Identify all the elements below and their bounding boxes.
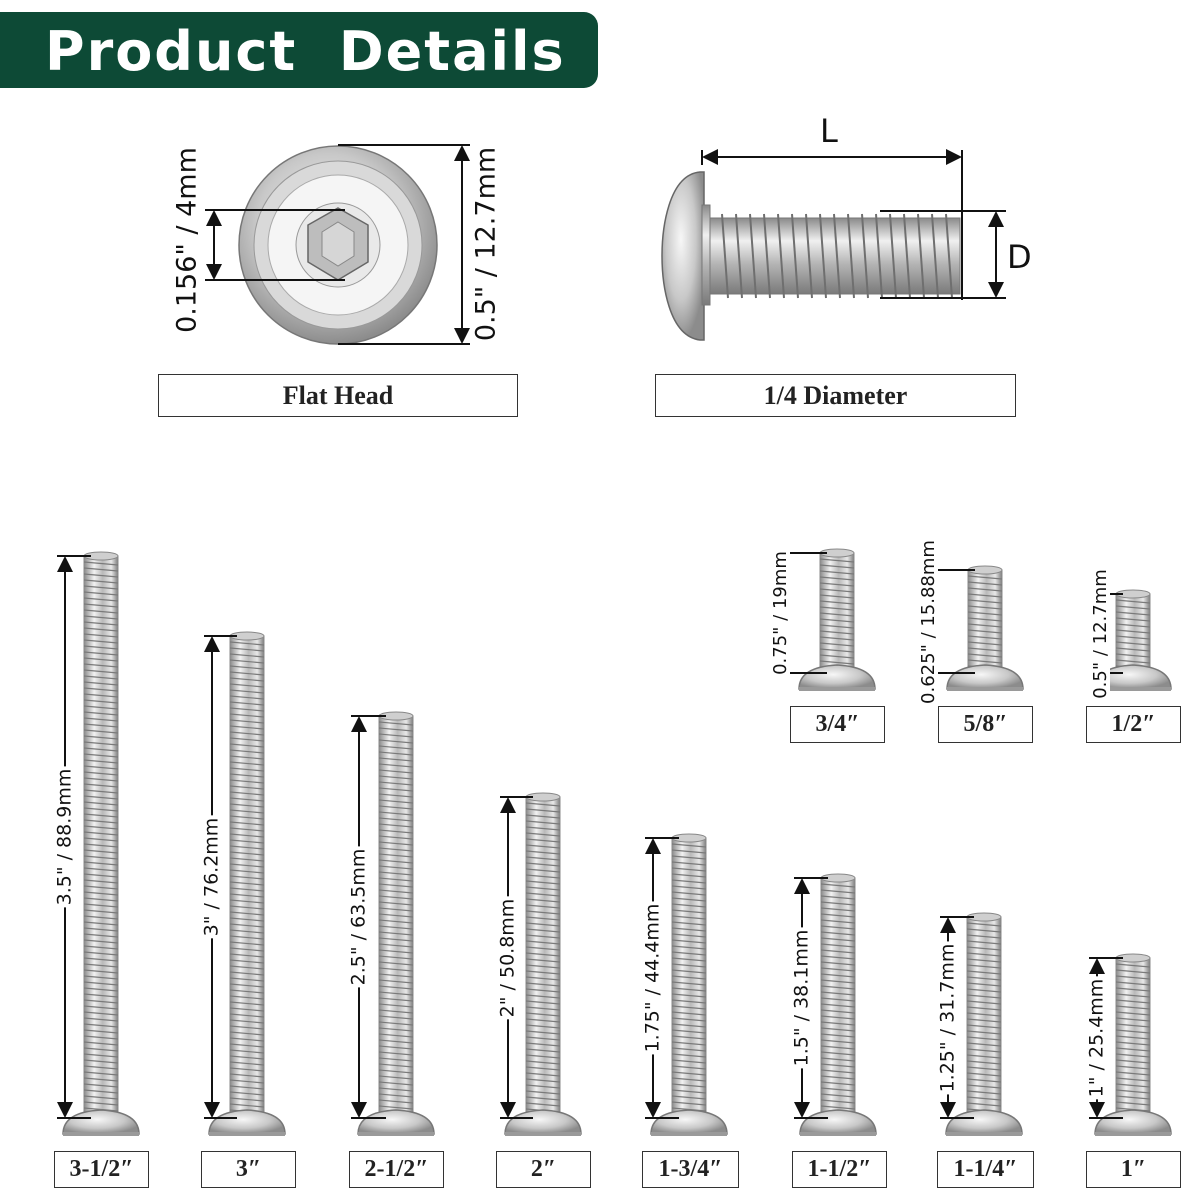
size-dimension-label: 0.625" / 15.88mm [918,537,939,706]
size-label: 3/4″ [790,706,885,743]
bolt-11 [1093,589,1172,691]
length-letter: L [820,112,838,150]
bolt-2 [204,631,286,1136]
bolt-7 [940,912,1023,1136]
size-dimension-label: 0.5" / 12.7mm [1090,566,1111,701]
bolt-1 [57,551,140,1136]
size-dimension-label: 2.5" / 63.5mm [347,846,370,988]
size-dimension-label: 1.25" / 31.7mm [936,941,959,1094]
size-label: 1-1/4″ [937,1151,1034,1188]
size-dimension-label: 0.75" / 19mm [770,549,791,677]
size-label: 1/2″ [1086,706,1181,743]
size-label: 2-1/2″ [349,1151,444,1188]
size-label: 2″ [496,1151,591,1188]
bolt-9 [773,548,876,691]
size-dimension-label: 1" / 25.4mm [1085,976,1108,1100]
diameter-caption: 1/4 Diameter [655,374,1016,417]
bolt-size-row [57,548,1172,1136]
size-dimension-label: 3.5" / 88.9mm [53,766,76,908]
hex-dimension-label: 0.156" / 4mm [171,145,203,335]
bolt-5 [645,833,728,1136]
diameter-letter: D [1007,238,1032,276]
size-dimension-label: 2" / 50.8mm [496,896,519,1019]
bolt-8 [1089,953,1172,1136]
side-view-diagram [661,149,1006,341]
flat-head-diagram [205,144,470,345]
size-label: 5/8″ [938,706,1033,743]
head-dimension-label: 0.5" / 12.7mm [470,144,502,344]
size-dimension-label: 3" / 76.2mm [200,815,223,939]
bolt-3 [351,711,435,1136]
size-label: 1-1/2″ [792,1151,887,1188]
page-title: Product Details [45,20,566,83]
size-label: 1-3/4″ [642,1151,739,1188]
header-banner: Product Details [0,12,598,88]
size-dimension-label: 1.75" / 44.4mm [641,901,664,1055]
size-label: 3″ [201,1151,296,1188]
size-label: 3-1/2″ [54,1151,149,1188]
bolt-4 [500,792,582,1136]
flat-head-caption: Flat Head [158,374,518,417]
size-dimension-label: 1.5" / 38.1mm [790,927,813,1069]
bolt-6 [794,873,877,1136]
size-label: 1″ [1086,1151,1181,1188]
